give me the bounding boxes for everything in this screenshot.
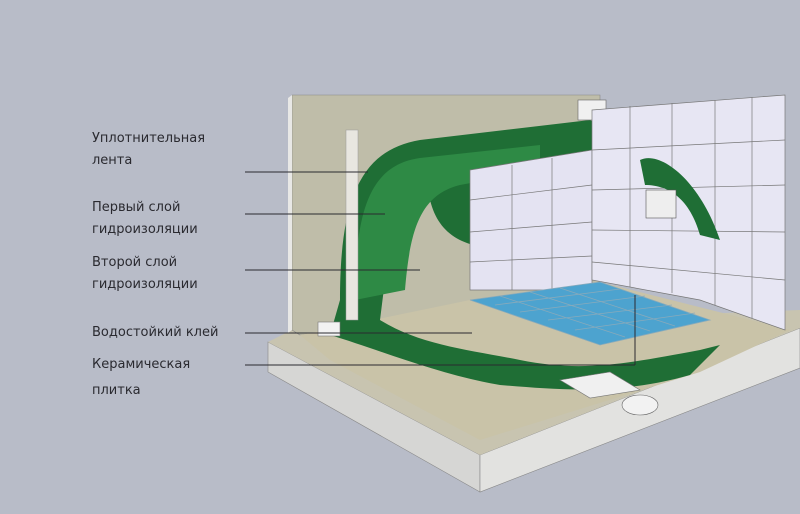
label-first-waterproofing-layer: Первый слой гидроизоляции — [92, 197, 198, 241]
mixer-tap — [645, 189, 677, 219]
label-line: гидроизоляции — [92, 222, 198, 237]
floor-drain — [559, 371, 641, 399]
leader-lines — [245, 171, 636, 366]
label-line: плитка — [92, 383, 141, 398]
label-line: Уплотнительная — [92, 131, 206, 146]
label-line: Водостойкий клей — [92, 325, 219, 340]
label-line: Керамическая — [92, 357, 191, 372]
label-line: Первый слой — [92, 200, 181, 215]
drain-outlet — [317, 321, 341, 337]
label-line: Второй слой — [92, 255, 178, 270]
sealing-tape — [345, 129, 359, 321]
label-ceramic-tile: Керамическая плитка — [92, 352, 190, 404]
back-wall-tiles — [469, 149, 593, 291]
label-sealing-tape: Уплотнительная лента — [92, 128, 205, 172]
waterproofing-first-layer — [355, 145, 540, 300]
label-line: гидроизоляции — [92, 277, 198, 292]
side-wall-waterproofing — [640, 158, 720, 240]
label-second-waterproofing-layer: Второй слой гидроизоляции — [92, 252, 198, 296]
side-wall-tiles — [591, 94, 786, 331]
label-waterproof-adhesive: Водостойкий клей — [92, 322, 218, 344]
drain-pipe — [621, 394, 659, 416]
label-line: лента — [92, 153, 133, 168]
floor-tiles — [469, 281, 712, 346]
